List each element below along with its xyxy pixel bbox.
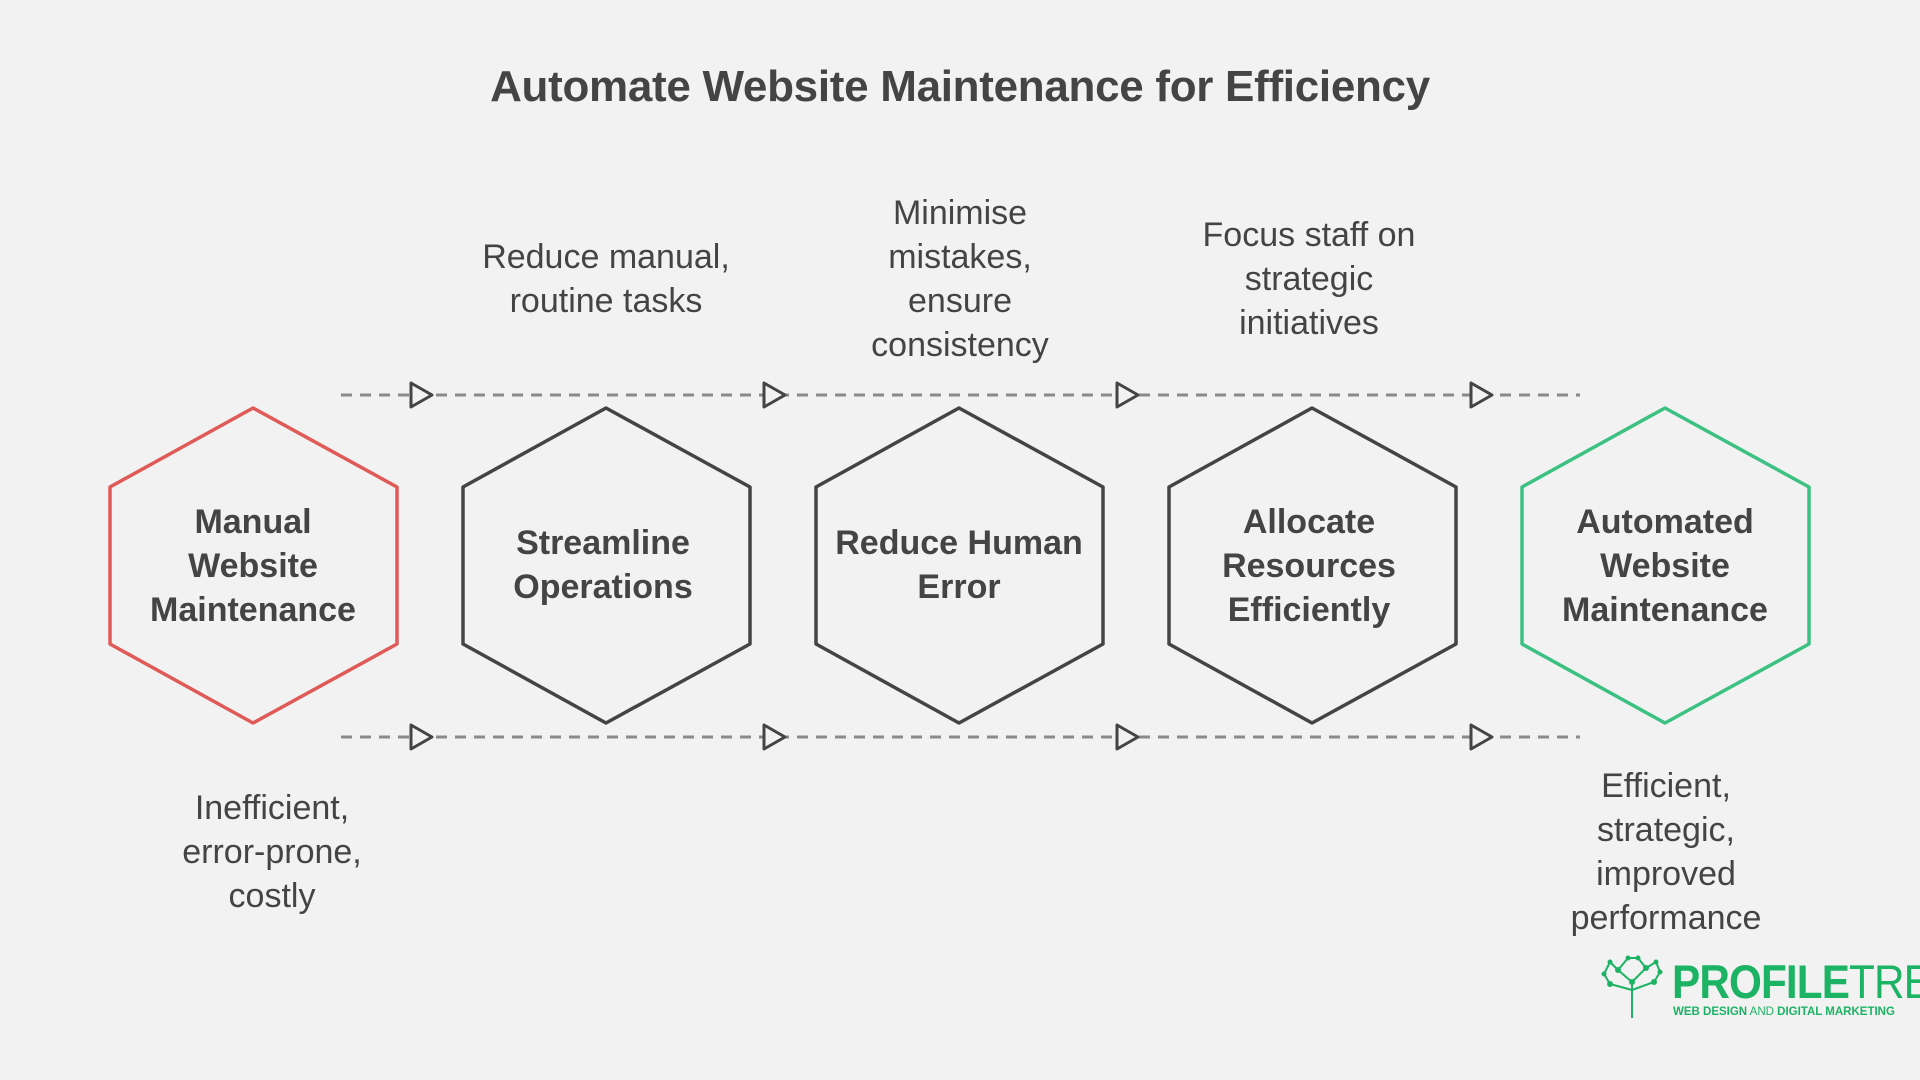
- step-label-manual: Manual Website Maintenance: [150, 503, 356, 629]
- step-label-streamline: Streamline Operations: [513, 524, 693, 606]
- bottom-arrowheads: [409, 723, 1494, 751]
- note-automated: Efficient, strategic, improved performan…: [1570, 767, 1762, 937]
- hexagon-automated-website-maintenance: [1520, 406, 1811, 725]
- step-label-automated: Automated Website Maintenance: [1562, 503, 1768, 629]
- tree-network-icon: [1601, 955, 1663, 1018]
- arrow-right-icon: [762, 381, 787, 409]
- note-allocate: Focus staff on strategic initiatives: [1202, 216, 1416, 342]
- arrow-right-icon: [1115, 381, 1140, 409]
- arrow-right-icon: [409, 381, 434, 409]
- note-manual: Inefficient, error-prone, costly: [182, 789, 362, 915]
- note-reduce-error: Minimise mistakes, ensure consistency: [871, 194, 1049, 364]
- hexagon-streamline-operations: [461, 406, 752, 725]
- logo-wordmark: PROFILETREE: [1672, 955, 1920, 1008]
- step-label-allocate: Allocate Resources Efficiently: [1222, 503, 1396, 629]
- step-label-reduce-error: Reduce Human Error: [835, 524, 1083, 606]
- hexagon-allocate-resources: [1167, 406, 1458, 725]
- diagram-title: Automate Website Maintenance for Efficie…: [490, 62, 1430, 111]
- logo-tagline: WEB DESIGN AND DIGITAL MARKETING: [1673, 1006, 1895, 1018]
- top-arrowheads: [409, 381, 1494, 409]
- arrow-right-icon: [409, 723, 434, 751]
- hexagon-reduce-human-error: [814, 406, 1105, 725]
- note-streamline: Reduce manual, routine tasks: [482, 238, 730, 320]
- arrow-right-icon: [1469, 723, 1494, 751]
- profiletree-logo: PROFILETREE WEB DESIGN AND DIGITAL MARKE…: [1600, 950, 1920, 1025]
- arrow-right-icon: [762, 723, 787, 751]
- arrow-right-icon: [1115, 723, 1140, 751]
- arrow-right-icon: [1469, 381, 1494, 409]
- hexagon-manual-website-maintenance: [108, 406, 399, 725]
